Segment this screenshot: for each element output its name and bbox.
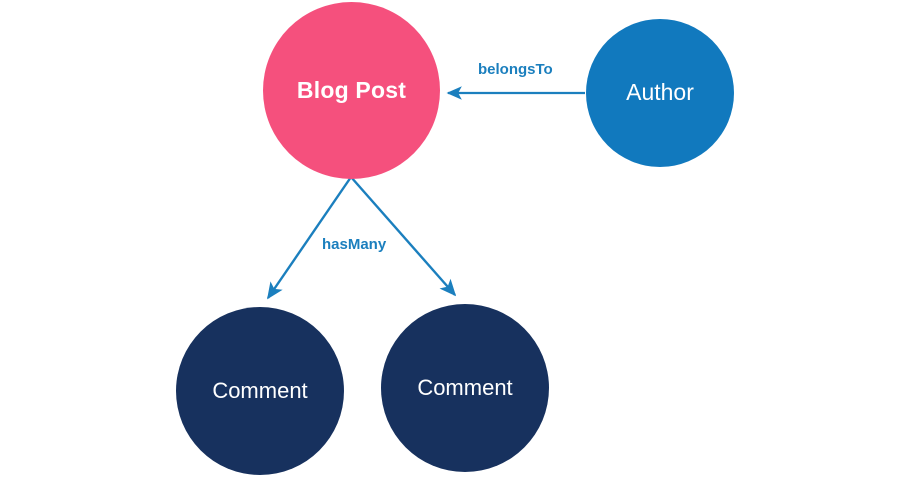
edge-label-hasmany: hasMany xyxy=(322,236,387,253)
node-comment-2[interactable]: Comment xyxy=(381,304,549,472)
node-blog-post[interactable]: Blog Post xyxy=(263,2,440,179)
edge-hasmany-right-line xyxy=(350,176,457,297)
node-comment-1[interactable]: Comment xyxy=(176,307,344,475)
node-blog-post-label: Blog Post xyxy=(296,76,407,103)
node-author-label: Author xyxy=(626,79,694,106)
node-comment-1-label: Comment xyxy=(212,377,308,403)
node-comment-2-label: Comment xyxy=(417,374,513,400)
edge-hasmany-left-line xyxy=(267,176,352,300)
edge-label-belongsto: belongsTo xyxy=(478,61,553,78)
node-author[interactable]: Author xyxy=(586,19,734,167)
